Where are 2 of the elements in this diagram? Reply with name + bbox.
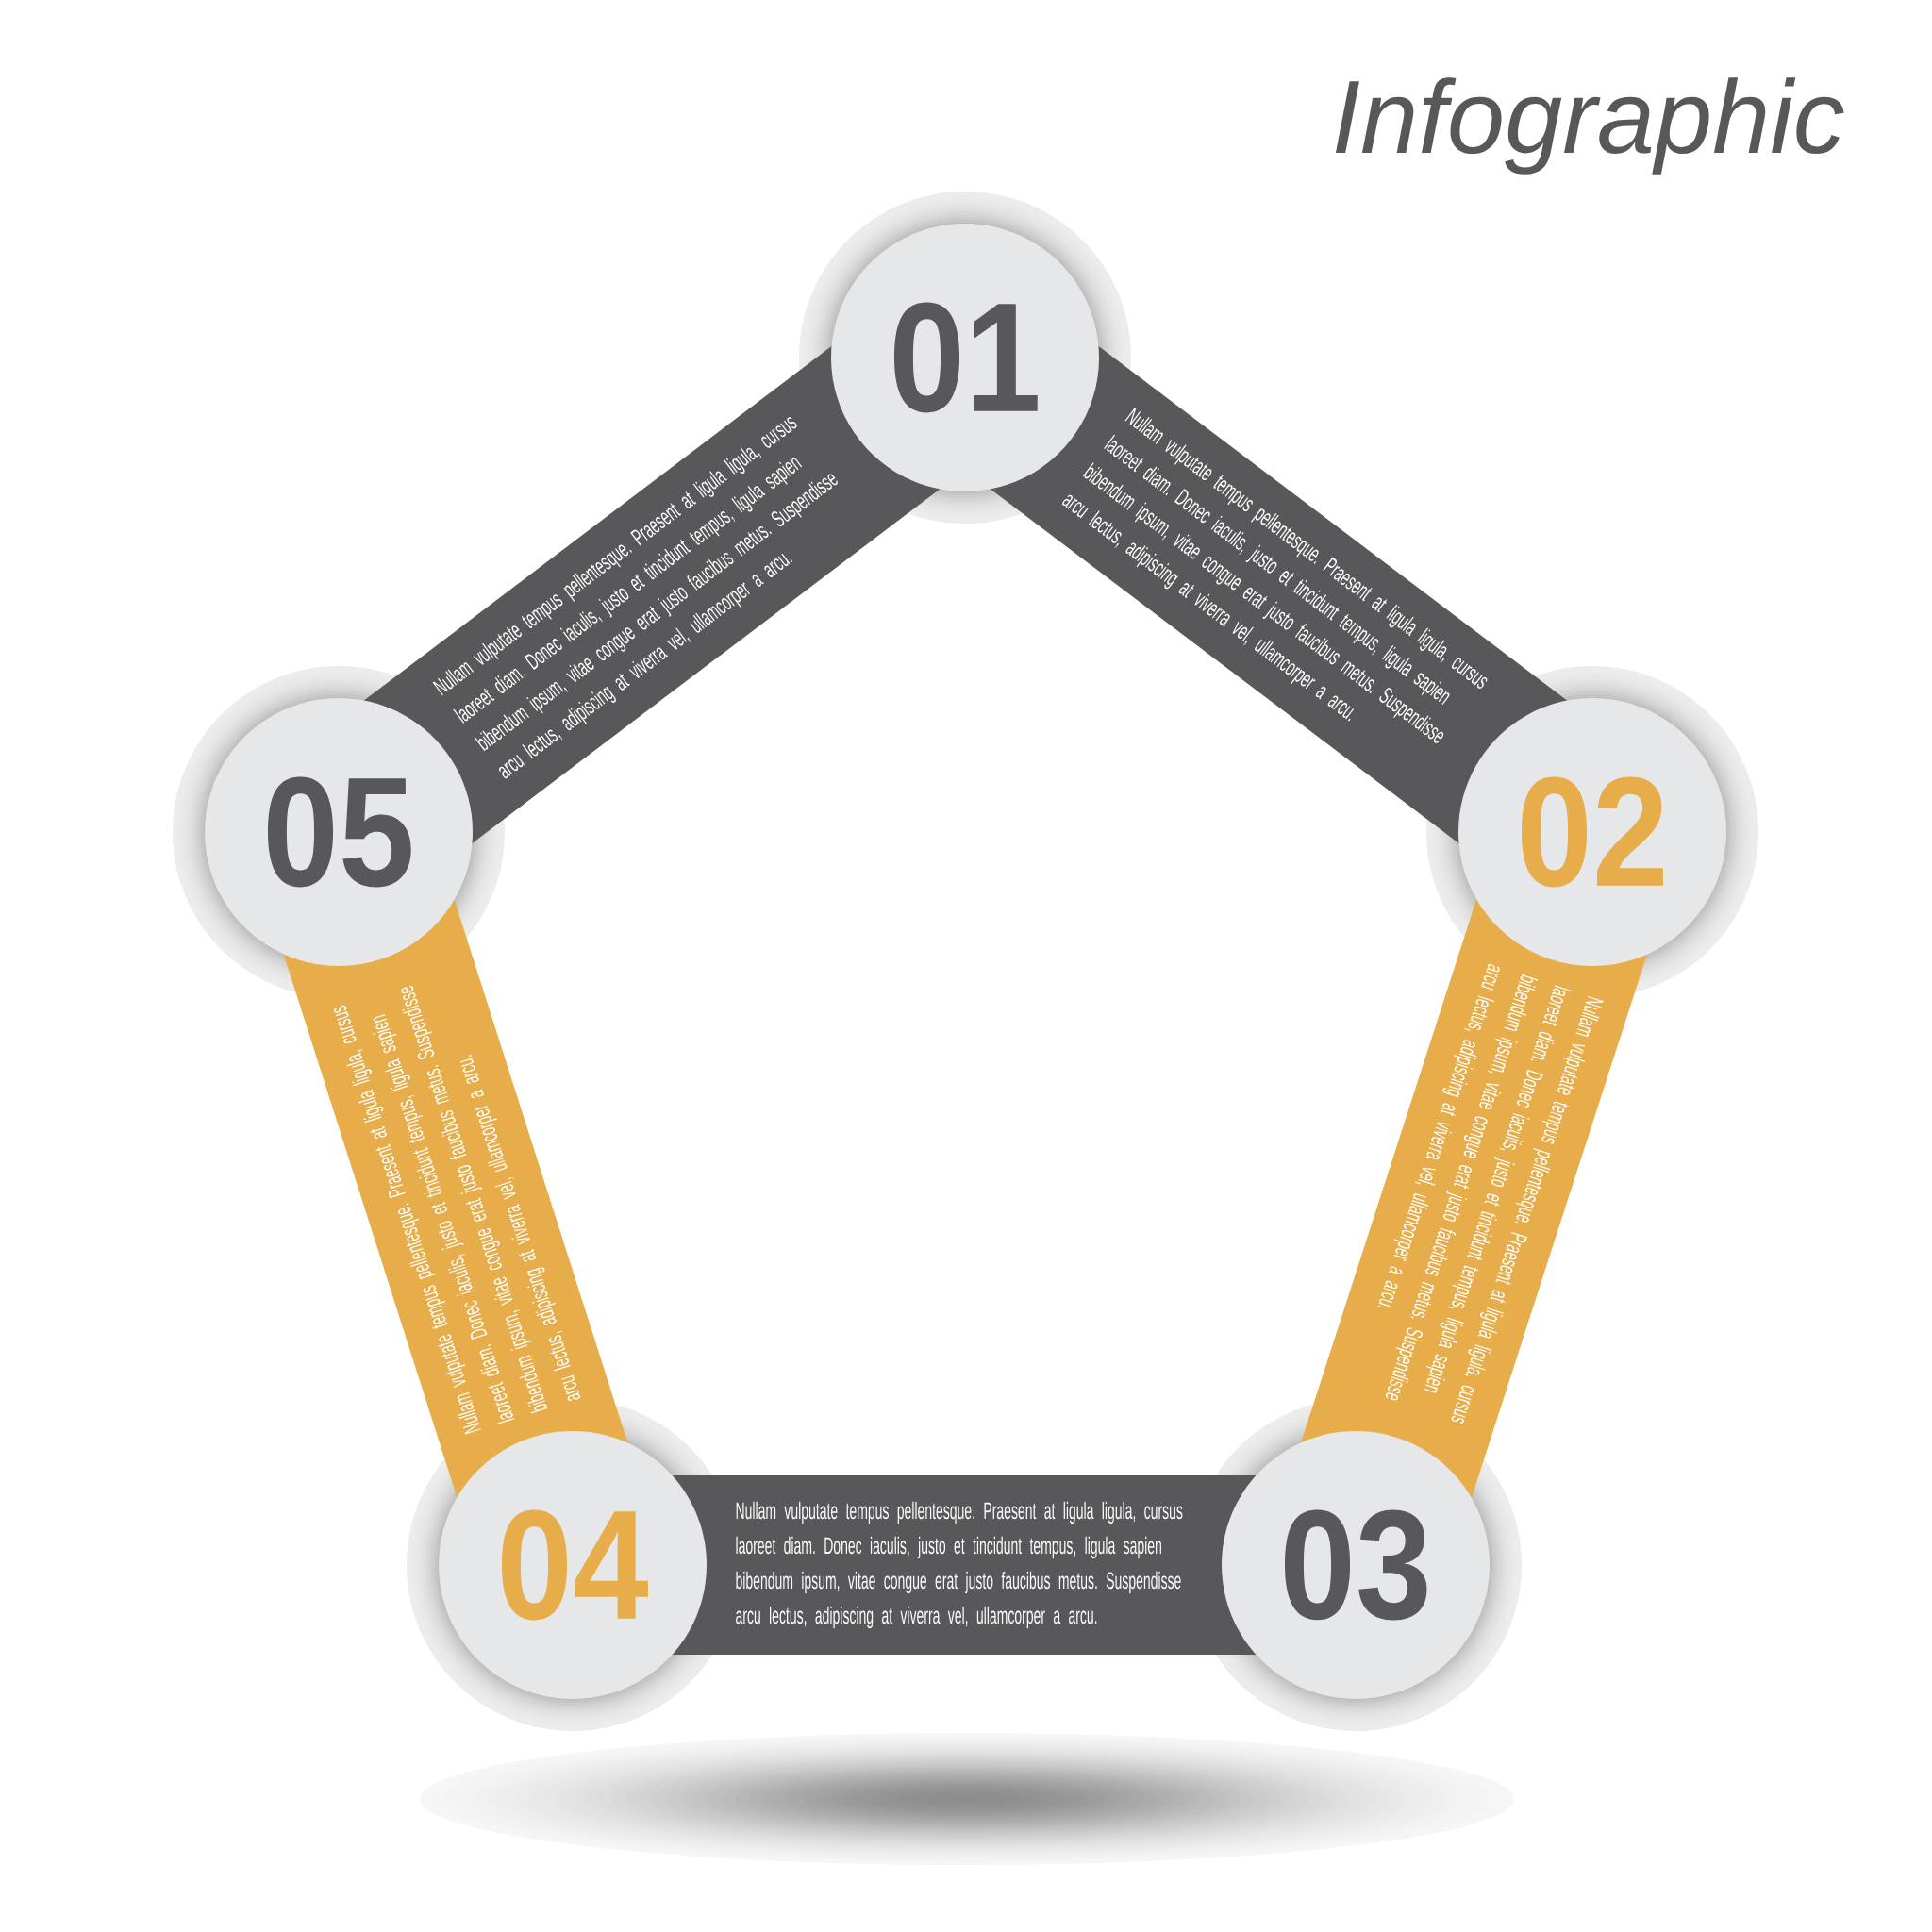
title: Infographic <box>1335 77 1844 175</box>
text-band: Nullam vulputate tempus pellentesque. Praesent at ligula ligula, cursus laoreet diam. Donec iaculis, justo et tincidunt tempus, ligula sapien bibendum ipsum, vitae congue erat justo faucibus metus. Suspendisse arcu lectus, adipiscing at viverra vel, ullamcorper a arcu. <box>671 1475 1257 1655</box>
